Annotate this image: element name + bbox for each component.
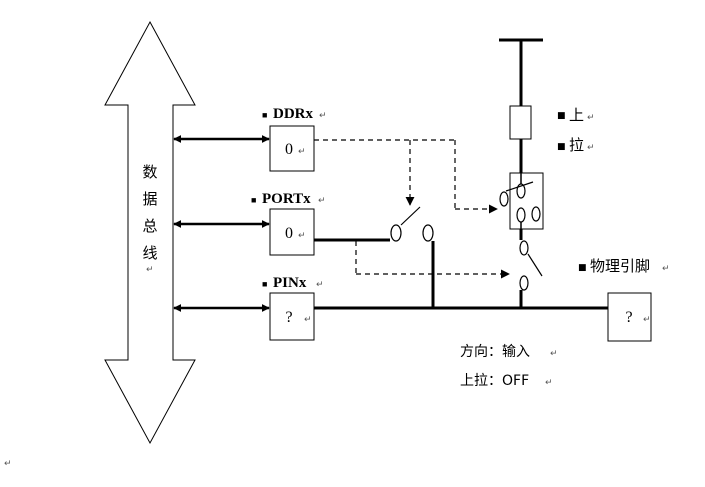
return-mark: ↵ (545, 378, 553, 388)
port-label: PORTx (262, 191, 311, 207)
physical-pin-value: ? (625, 309, 632, 326)
pullup-status: 上拉：OFF (460, 373, 529, 389)
pullup-bullet-2: ■ (557, 142, 566, 152)
ddr-switch-blade (505, 181, 534, 192)
return-mark: ↵ (643, 315, 651, 325)
bus-label-char-4: 线 (142, 244, 157, 262)
return-mark: ↵ (298, 231, 306, 241)
ddr-label: DDRx (273, 106, 313, 122)
return-mark: ↵ (146, 265, 154, 275)
pin-label-bullet: ■ (578, 263, 587, 273)
return-mark: ↵ (304, 315, 312, 325)
ddr-switch-contact (531, 206, 541, 222)
port-value: 0 (285, 225, 293, 242)
pullup-resistor (509, 105, 532, 140)
physical-pin-box (607, 292, 652, 342)
port-switch-blade (527, 253, 543, 277)
pullup-switch-contact (516, 183, 526, 199)
port-bullet: ■ (251, 195, 256, 205)
bus-label-char-1: 数 (142, 163, 157, 181)
return-mark: ↵ (298, 147, 306, 157)
pin-register-box (269, 292, 315, 341)
return-mark: ↵ (319, 111, 327, 121)
output-switch-contact (422, 224, 434, 242)
ddr-register-box (269, 125, 315, 172)
pin-register-value: ? (285, 309, 292, 326)
port-switch-contact (519, 275, 529, 291)
pin-label: PINx (273, 275, 307, 291)
pullup-label-char-1: 上 (569, 106, 584, 124)
return-mark: ↵ (318, 196, 326, 206)
return-mark: ↵ (550, 349, 558, 359)
pullup-switch-box (509, 172, 544, 230)
pin-bullet: ■ (262, 279, 267, 289)
return-mark: ↵ (587, 113, 595, 123)
ddr-value: 0 (285, 141, 293, 158)
bus-label-char-2: 据 (142, 190, 157, 208)
ddr-bullet: ■ (262, 110, 267, 120)
return-mark: ↵ (316, 280, 324, 290)
output-switch-blade (400, 206, 421, 226)
ddr-switch-contact (499, 191, 509, 207)
pullup-label-char-2: 拉 (569, 136, 584, 154)
port-switch-contact (519, 240, 529, 256)
direction-status: 方向：输入 (460, 344, 530, 360)
physical-pin-label: 物理引脚 (590, 257, 650, 275)
return-mark: ↵ (4, 459, 12, 469)
bus-label-char-3: 总 (142, 217, 157, 235)
return-mark: ↵ (662, 264, 670, 274)
output-switch-contact (390, 224, 402, 242)
data-bus-arrow (104, 20, 196, 445)
pullup-switch-contact (516, 207, 526, 223)
port-register-box (269, 208, 315, 256)
ddr-control-lines (314, 139, 498, 214)
return-mark: ↵ (587, 143, 595, 153)
pullup-bullet-1: ■ (557, 111, 566, 121)
